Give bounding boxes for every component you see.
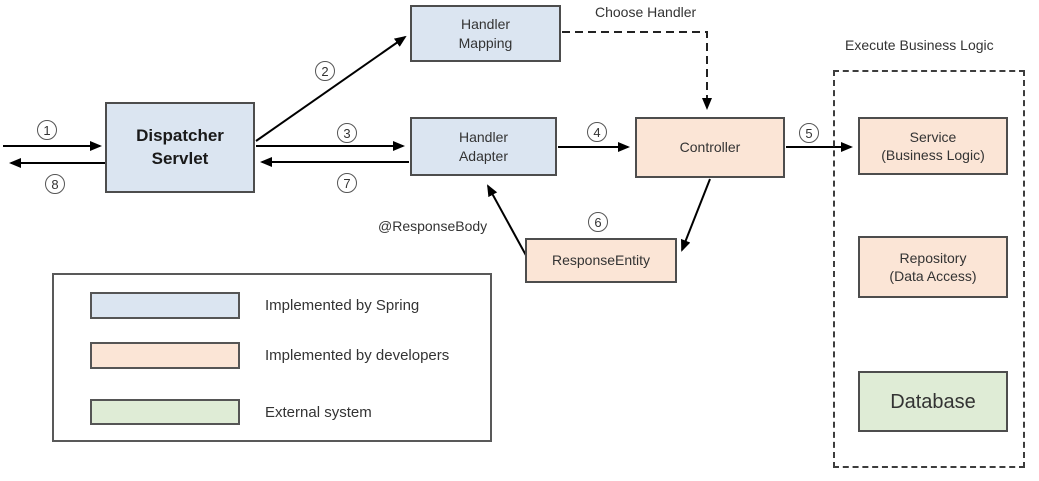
node-dispatcher-servlet: Dispatcher Servlet xyxy=(105,102,255,193)
step-6-badge: 6 xyxy=(588,212,608,232)
step-7-badge: 7 xyxy=(337,173,357,193)
node-label: (Business Logic) xyxy=(881,147,985,163)
arrow-2-to-handler-mapping xyxy=(255,35,407,142)
node-service: Service (Business Logic) xyxy=(858,117,1008,175)
node-database: Database xyxy=(858,371,1008,432)
node-handler-adapter: Handler Adapter xyxy=(410,117,557,176)
node-label: Repository xyxy=(899,249,967,266)
legend-label-spring: Implemented by Spring xyxy=(265,297,420,314)
legend-swatch-developers xyxy=(90,342,240,369)
node-label: Handler xyxy=(460,16,511,33)
step-1-badge: 1 xyxy=(37,120,57,140)
execute-business-logic-label: Execute Business Logic xyxy=(845,37,994,53)
node-controller: Controller xyxy=(635,117,785,178)
legend: Implemented by Spring Implemented by dev… xyxy=(52,273,492,442)
node-label: Dispatcher xyxy=(136,126,224,146)
execute-business-logic-container xyxy=(833,70,1025,468)
step-4-badge: 4 xyxy=(587,122,607,142)
node-label: Mapping xyxy=(458,34,513,51)
node-label: Controller xyxy=(679,139,741,156)
legend-label-external: External system xyxy=(265,404,372,421)
legend-label-developers: Implemented by developers xyxy=(265,347,450,364)
node-handler-mapping: Handler Mapping xyxy=(410,5,561,62)
step-8-badge: 8 xyxy=(45,174,65,194)
arrow-controller-to-response-entity xyxy=(681,178,711,252)
choose-handler-label: Choose Handler xyxy=(595,4,697,20)
step-2-badge: 2 xyxy=(315,61,335,81)
legend-swatch-external xyxy=(90,399,240,425)
arrow-response-entity-to-adapter xyxy=(487,184,529,260)
node-label: Adapter xyxy=(458,147,509,164)
node-repository: Repository (Data Access) xyxy=(858,236,1008,298)
choose-handler-dashed-connector xyxy=(562,31,712,110)
node-label: (Data Access) xyxy=(889,268,977,284)
node-label: Servlet xyxy=(151,148,209,168)
node-label: ResponseEntity xyxy=(551,252,651,269)
step-3-badge: 3 xyxy=(337,123,357,143)
response-body-label: @ResponseBody xyxy=(378,218,488,234)
step-5-badge: 5 xyxy=(799,123,819,143)
legend-swatch-spring xyxy=(90,292,240,319)
node-label: Handler xyxy=(458,129,509,146)
node-response-entity: ResponseEntity xyxy=(525,238,677,283)
node-label: Service xyxy=(909,128,957,145)
node-label: Database xyxy=(890,390,976,413)
